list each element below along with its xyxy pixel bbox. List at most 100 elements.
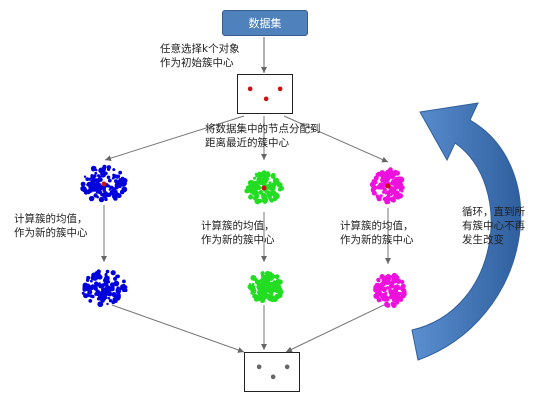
cluster-magenta-1-point xyxy=(373,175,379,181)
cluster-green-1-point xyxy=(244,188,250,194)
cluster-blue-1-point xyxy=(112,175,116,179)
final-centers-box: • • • xyxy=(244,352,300,392)
cluster-blue-1-point xyxy=(94,171,98,175)
cluster-green-2-point xyxy=(263,287,268,291)
cluster-magenta-1-point xyxy=(385,176,391,182)
cluster-green-1-point xyxy=(274,193,280,200)
cluster-blue-2-point xyxy=(102,292,106,295)
cluster-blue-1-point xyxy=(95,169,98,172)
cluster-magenta-1-point xyxy=(380,173,385,178)
step-select-label: 任意选择k个对象 作为初始簇中心 xyxy=(160,43,240,69)
cluster-blue-2-point xyxy=(106,302,109,306)
cluster-blue-1-point xyxy=(88,187,94,193)
cluster-blue-2-point xyxy=(85,278,90,282)
cluster-blue-2-point xyxy=(114,295,121,301)
cluster-green-1 xyxy=(244,170,285,205)
cluster-magenta-2-point xyxy=(399,286,403,290)
cluster-blue-2-point xyxy=(88,299,93,303)
cluster-green-1-point xyxy=(267,192,273,198)
cluster-green-1-point xyxy=(268,196,272,200)
cluster-magenta-1-point xyxy=(390,193,393,197)
cluster-green-2-point xyxy=(267,271,273,277)
cluster-magenta-2-point xyxy=(399,297,404,302)
cluster-blue-2-point xyxy=(123,285,128,290)
cluster-blue-2-point xyxy=(91,272,97,278)
cluster-blue-2-point xyxy=(113,280,120,287)
cluster-magenta-2-point xyxy=(375,283,381,289)
cluster-magenta-1-point xyxy=(399,187,402,191)
cluster-green-2-point xyxy=(260,299,265,304)
cluster-green-1-point xyxy=(255,180,260,185)
cluster-green-1-point xyxy=(258,190,264,195)
cluster-blue-1-point xyxy=(118,170,123,175)
cluster-magenta-2-point xyxy=(376,297,382,303)
cluster-green-2-point xyxy=(262,283,265,286)
cluster-blue-1-point xyxy=(88,195,95,202)
step-mean-left-label: 计算簇的均值， 作为新的簇中心 xyxy=(14,213,88,239)
cluster-green-1-point xyxy=(263,176,267,181)
cluster-green-2-point xyxy=(252,289,257,294)
cluster-green-1-point xyxy=(262,193,266,196)
cluster-blue-1-point xyxy=(121,190,125,194)
cluster-blue-1-point xyxy=(85,177,90,182)
cluster-green-2-point xyxy=(267,277,271,281)
cluster-magenta-1-point xyxy=(380,176,387,183)
cluster-blue-2-point xyxy=(106,286,113,293)
cluster-magenta-2-point xyxy=(386,286,390,290)
cluster-blue-1-point xyxy=(80,181,86,187)
cluster-magenta-2-point xyxy=(377,279,381,283)
cluster-green-1-point xyxy=(258,187,261,190)
cluster-blue-2-point xyxy=(104,275,110,282)
cluster-green-1-point xyxy=(274,179,280,186)
cluster-magenta-1-point xyxy=(390,188,396,194)
cluster-magenta-2-point xyxy=(382,292,387,298)
cluster-green-1-point xyxy=(270,185,273,189)
cluster-magenta-2-point xyxy=(391,284,395,288)
cluster-blue-2-point xyxy=(94,292,98,296)
arrow-blue-to-final xyxy=(111,304,245,353)
cluster-magenta-2-point xyxy=(402,288,407,292)
cluster-green-2 xyxy=(247,270,284,304)
cluster-green-2-point xyxy=(251,282,255,286)
step-mean-right-label: 计算簇的均值， 作为新的簇中心 xyxy=(340,220,414,246)
cluster-green-2-point xyxy=(251,284,256,290)
cluster-magenta-1-point xyxy=(396,196,400,200)
cluster-blue-2-point xyxy=(98,282,101,286)
cluster-blue-2-point xyxy=(83,293,89,299)
cluster-green-1-point xyxy=(251,186,258,193)
cluster-green-1-point xyxy=(270,173,276,179)
cluster-magenta-2-point xyxy=(391,273,397,279)
cluster-magenta-1-point xyxy=(389,168,392,172)
cluster-blue-2-point xyxy=(104,296,108,300)
cluster-blue-2-point xyxy=(110,270,116,276)
cluster-blue-2-point xyxy=(123,288,128,293)
cluster-blue-2-point xyxy=(89,290,93,293)
cluster-magenta-1-point xyxy=(390,196,396,203)
cluster-blue-1-point xyxy=(104,197,108,202)
cluster-magenta-1-point xyxy=(384,192,388,195)
initial-center-2: • xyxy=(262,93,271,108)
cluster-blue-2-point xyxy=(107,296,111,300)
cluster-green-2-point xyxy=(274,274,280,280)
cluster-green-2-point xyxy=(261,275,265,280)
cluster-magenta-1-point xyxy=(393,169,398,173)
cluster-green-2-point xyxy=(247,285,251,289)
cluster-green-1-point xyxy=(254,193,260,199)
cluster-blue-1-point xyxy=(113,196,118,201)
cluster-blue-1-point xyxy=(90,174,94,177)
cluster-magenta-1-point xyxy=(395,185,399,189)
cluster-magenta-2-point xyxy=(386,296,390,301)
cluster-blue-1-point xyxy=(102,188,106,193)
cluster-blue-1-point xyxy=(98,190,103,195)
cluster-magenta-2-point xyxy=(392,289,396,292)
arrow-init-to-blue xyxy=(104,115,245,162)
cluster-blue-1-point xyxy=(106,167,111,171)
arrow-magenta-to-final xyxy=(285,304,385,353)
cluster-blue-2-point xyxy=(102,287,106,291)
loop-label: 循环，直到所 有簇中心不再 发生改变 xyxy=(462,206,525,246)
cluster-blue-1-point xyxy=(93,183,98,188)
cluster-blue-2-point xyxy=(92,277,97,281)
cluster-blue-2-point xyxy=(109,282,115,288)
cluster-magenta-1-point xyxy=(376,185,381,190)
cluster-magenta-1-point xyxy=(376,195,381,200)
